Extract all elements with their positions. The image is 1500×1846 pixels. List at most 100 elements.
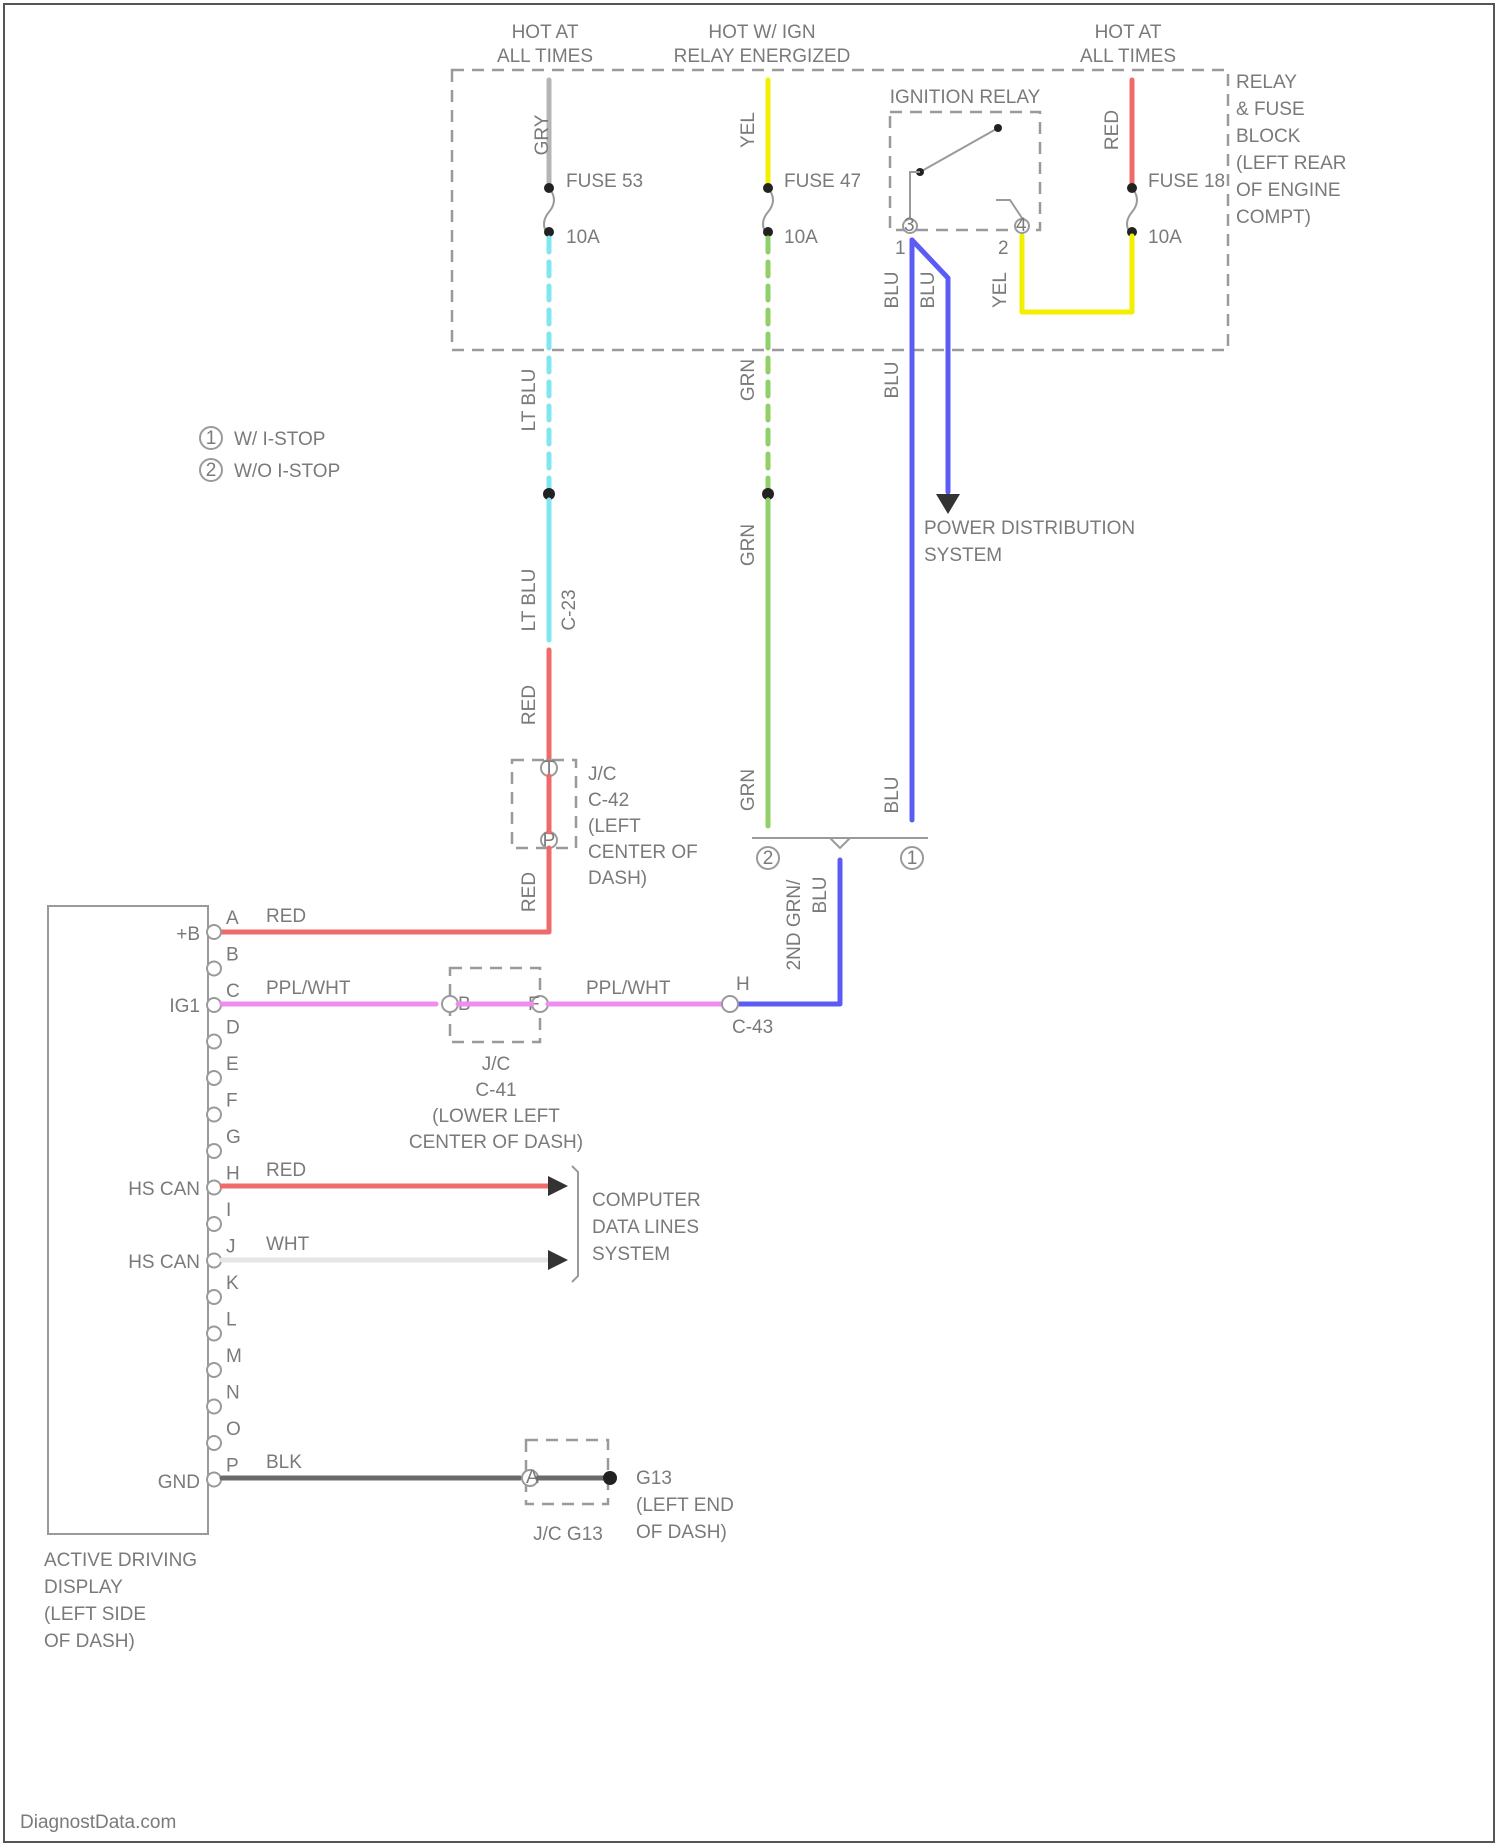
wire-red-low-label: RED [519, 872, 540, 912]
wire-ltblu-label: LT BLU [519, 369, 540, 432]
wire-ppl2-label: PPL/WHT [586, 978, 671, 999]
can-l-arrow [548, 1250, 568, 1270]
wire-yel-label: YEL [738, 112, 759, 148]
power-distribution-arrow [936, 494, 960, 514]
module-label-2: DISPLAY [44, 1577, 123, 1598]
relay-block-label-2: & FUSE [1236, 99, 1305, 120]
module-pin-p [207, 1473, 221, 1487]
g13-label-1: G13 [636, 1468, 672, 1489]
module-pin-n [207, 1400, 221, 1414]
jc-c42-label-4: CENTER OF [588, 842, 698, 863]
module-pin-label-d: D [226, 1018, 240, 1039]
wire-blk-label: BLK [266, 1452, 302, 1473]
wire-blu-b-label: BLU [918, 272, 939, 309]
relay-block-label-5: OF ENGINE [1236, 180, 1341, 201]
hot-left-line2: ALL TIMES [497, 46, 593, 67]
module-label-4: OF DASH) [44, 1631, 135, 1652]
fuse-18-amp: 10A [1148, 227, 1182, 248]
fuse-53-amp: 10A [566, 227, 600, 248]
module-pin-label-k: K [226, 1273, 239, 1294]
module-pin-label-g: G [226, 1127, 241, 1148]
relay-block-label-6: COMPT) [1236, 207, 1311, 228]
conn-c23-label: C-23 [559, 589, 580, 630]
option-bar-notch [830, 838, 850, 848]
module-label-1: ACTIVE DRIVING [44, 1550, 197, 1571]
module-pin-label-b: B [226, 945, 239, 966]
legend-num-2: 2 [206, 460, 217, 481]
wire-yel-relay [1022, 236, 1132, 312]
ground-g13 [603, 1471, 617, 1485]
c43-pin [722, 996, 738, 1012]
c43-label: C-43 [732, 1017, 773, 1038]
module-pin-a [207, 925, 221, 939]
module-pin-f [207, 1108, 221, 1122]
option-circle-2-num: 2 [763, 848, 774, 869]
relay-pin-1-label: 1 [895, 238, 906, 259]
relay-coil [910, 172, 1022, 222]
module-pin-h [207, 1181, 221, 1195]
relay-block-label-4: (LEFT REAR [1236, 153, 1347, 174]
terminal-gnd: GND [158, 1472, 200, 1493]
jc-c42-label-1: J/C [588, 764, 617, 785]
computer-data-label-1: COMPUTER [592, 1190, 701, 1211]
relay-pin-3-label: 3 [904, 215, 915, 236]
wire-ltblu-label-b: LT BLU [519, 569, 540, 632]
module-pin-label-a: A [226, 908, 239, 929]
fuse-53-label: FUSE 53 [566, 171, 643, 192]
jc-c41-label-2: C-41 [475, 1080, 516, 1101]
module-pin-b [207, 962, 221, 976]
jc-c42-label-5: DASH) [588, 868, 647, 889]
jc-c41-label-4: CENTER OF DASH) [409, 1132, 583, 1153]
module-pin-label-c: C [226, 981, 240, 1002]
wire-grn-label: GRN [738, 359, 759, 401]
computer-data-bracket [572, 1166, 578, 1282]
legend-label-2: W/O I-STOP [234, 461, 340, 482]
wire-red-top-label: RED [1102, 110, 1123, 150]
option-circle-1-num: 1 [907, 848, 918, 869]
module-pin-k [207, 1290, 221, 1304]
module-pin-i [207, 1217, 221, 1231]
jc-c42-label-2: C-42 [588, 790, 629, 811]
relay-contact-b [994, 124, 1002, 132]
g13-label-2: (LEFT END [636, 1495, 734, 1516]
jc-g13-label: J/C G13 [533, 1524, 603, 1545]
terminal-hs-can-h: HS CAN [128, 1179, 200, 1200]
hot-right-line1: HOT AT [1095, 22, 1162, 43]
jc-c41-label-1: J/C [482, 1054, 511, 1075]
c43-pin-label: H [736, 974, 750, 995]
terminal-hs-can-l: HS CAN [128, 1252, 200, 1273]
module-pin-l [207, 1327, 221, 1341]
wire-gry-label: GRY [532, 114, 553, 155]
module-pin-o [207, 1436, 221, 1450]
module-pin-label-n: N [226, 1383, 240, 1404]
wire-blu-c-label: BLU [882, 362, 903, 399]
wire-grn-label-c: GRN [738, 769, 759, 811]
power-dist-label-2: SYSTEM [924, 545, 1002, 566]
g13-label-3: OF DASH) [636, 1522, 727, 1543]
fuse-47-node-top [763, 183, 773, 193]
wire-blu-e-label: BLU [810, 877, 831, 914]
terminal-ig1: IG1 [169, 996, 200, 1017]
wire-wht-label: WHT [266, 1234, 310, 1255]
module-pin-label-j: J [226, 1237, 236, 1258]
hot-left-line1: HOT AT [512, 22, 579, 43]
module-label-3: (LEFT SIDE [44, 1604, 146, 1625]
relay-block-label-3: BLOCK [1236, 126, 1301, 147]
wire-red-can-label: RED [266, 1160, 306, 1181]
relay-pin-2-label: 2 [998, 238, 1009, 259]
module-pin-label-f: F [226, 1091, 238, 1112]
module-pin-label-o: O [226, 1419, 241, 1440]
module-pin-label-p: P [226, 1456, 239, 1477]
module-pin-g [207, 1144, 221, 1158]
module-pin-label-e: E [226, 1054, 239, 1075]
wire-red-mid-label: RED [519, 685, 540, 725]
computer-data-label-3: SYSTEM [592, 1244, 670, 1265]
wire-yel-b-label: YEL [990, 272, 1011, 308]
module-pin-c [207, 998, 221, 1012]
fuse-47-label: FUSE 47 [784, 171, 861, 192]
relay-block-label-1: RELAY [1236, 72, 1297, 93]
computer-data-label-2: DATA LINES [592, 1217, 699, 1238]
module-pin-label-h: H [226, 1164, 240, 1185]
ignition-relay-label: IGNITION RELAY [890, 87, 1041, 108]
